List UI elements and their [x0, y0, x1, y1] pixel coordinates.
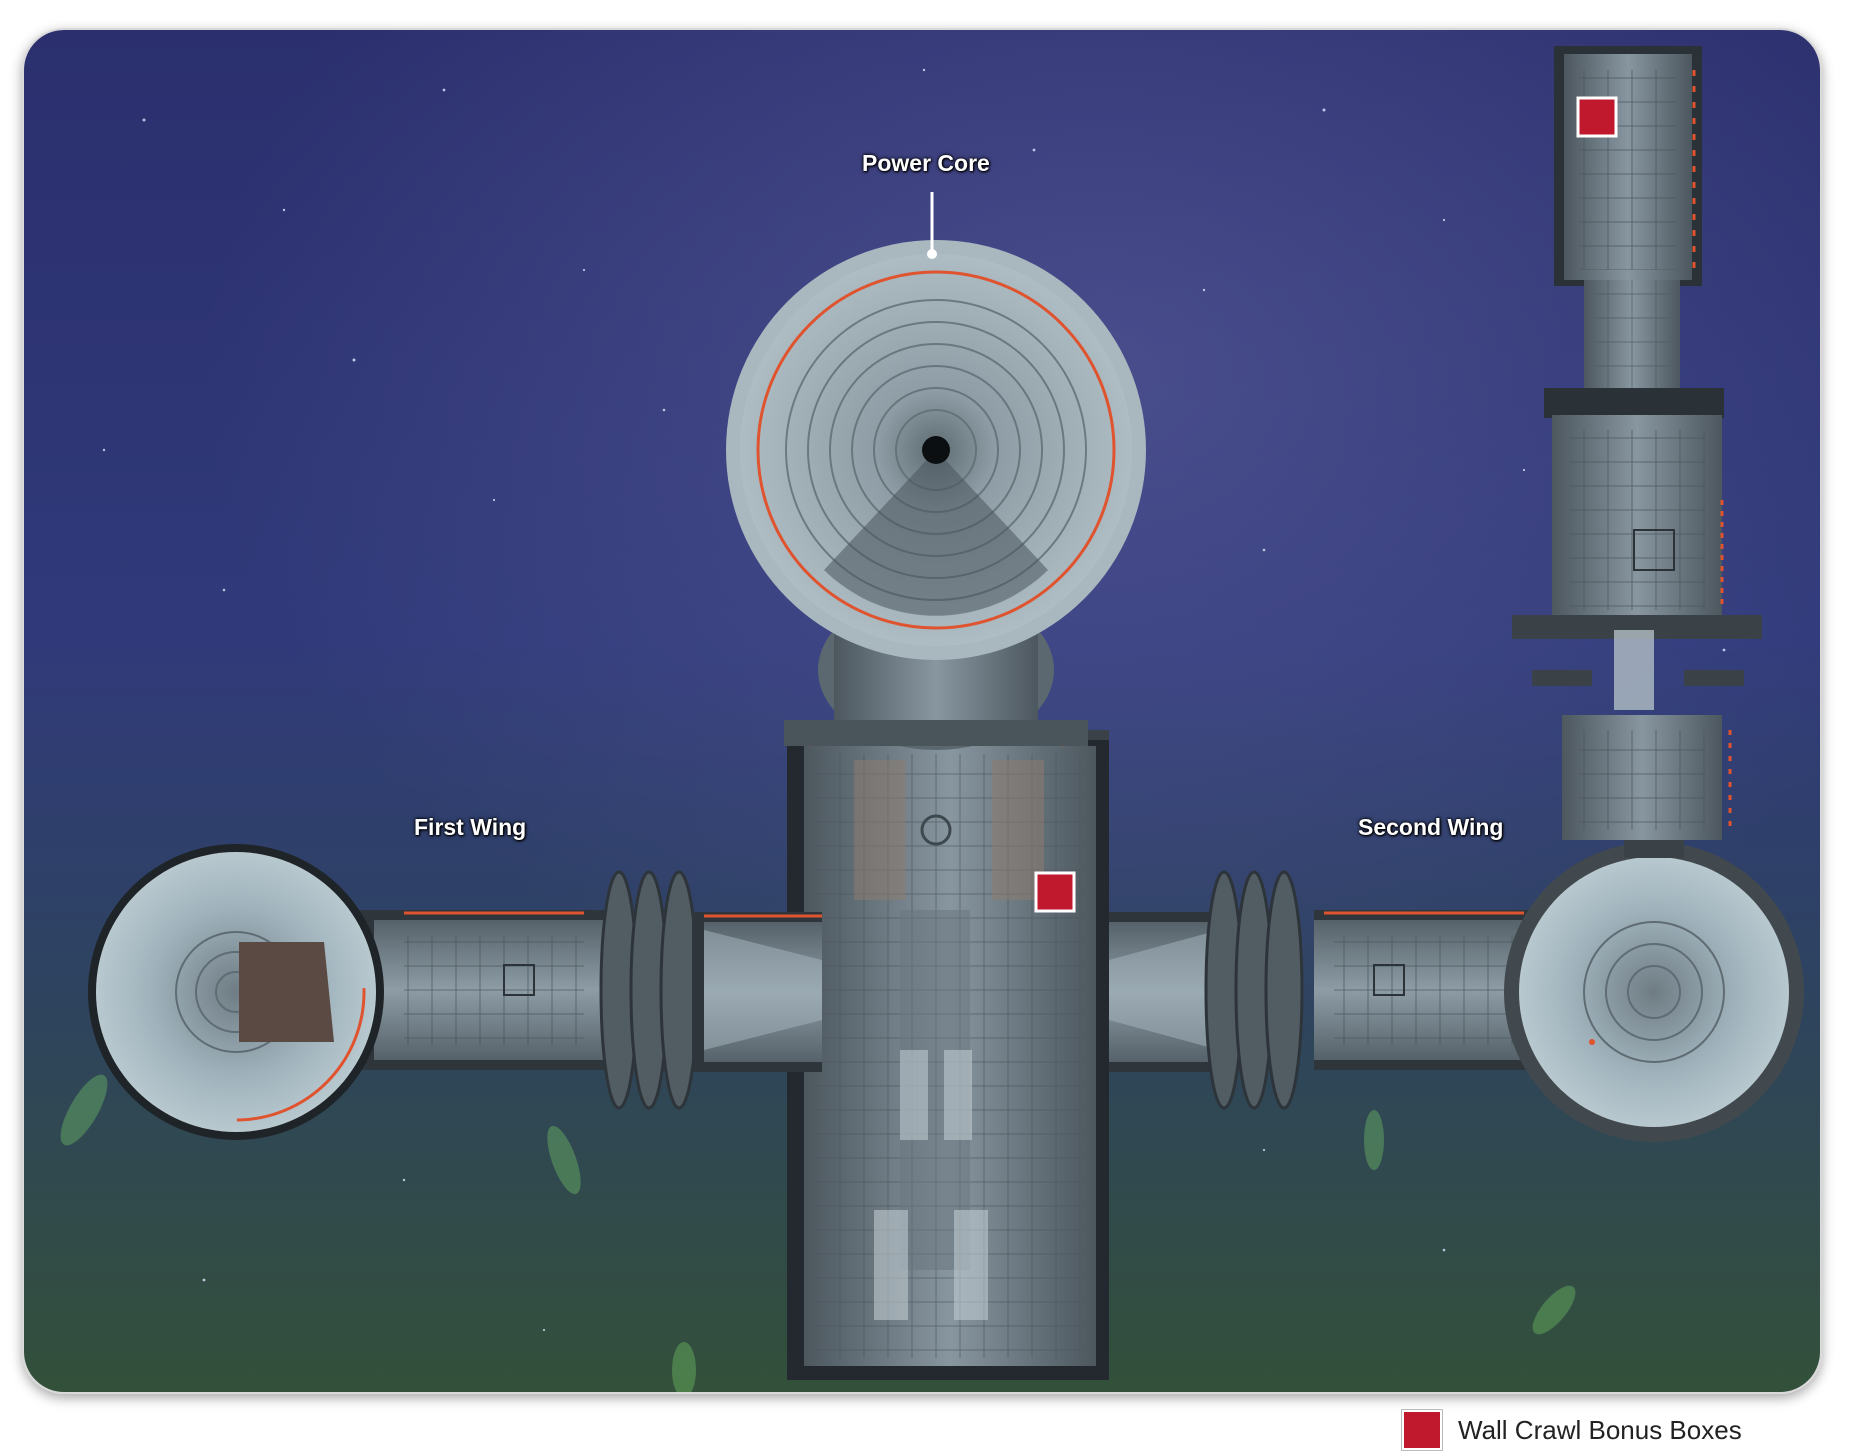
first-wing-label: First Wing: [414, 814, 527, 840]
second-wing-label: Second Wing: [1358, 814, 1504, 840]
bonus-box-marker[interactable]: [1576, 96, 1618, 138]
central-hall: [787, 730, 1109, 1380]
game-map: Power Core First Wing Second Wing: [22, 28, 1822, 1394]
map-legend: Wall Crawl Bonus Boxes: [1402, 1410, 1742, 1450]
power-core-pointer-dot: [927, 249, 937, 259]
first-wing-pod: [88, 844, 384, 1140]
first-wing: [354, 870, 822, 1110]
bonus-box-marker[interactable]: [1034, 871, 1076, 913]
map-canvas: [24, 30, 1820, 1392]
tower-section: [1512, 46, 1762, 858]
legend-label: Wall Crawl Bonus Boxes: [1458, 1414, 1742, 1445]
green-nebula-wisps: [60, 1074, 1576, 1392]
red-square-icon: [1402, 1410, 1442, 1450]
power-core-label: Power Core: [862, 150, 990, 176]
second-wing-pod: [1504, 842, 1804, 1142]
power-core-dish: [726, 240, 1146, 660]
